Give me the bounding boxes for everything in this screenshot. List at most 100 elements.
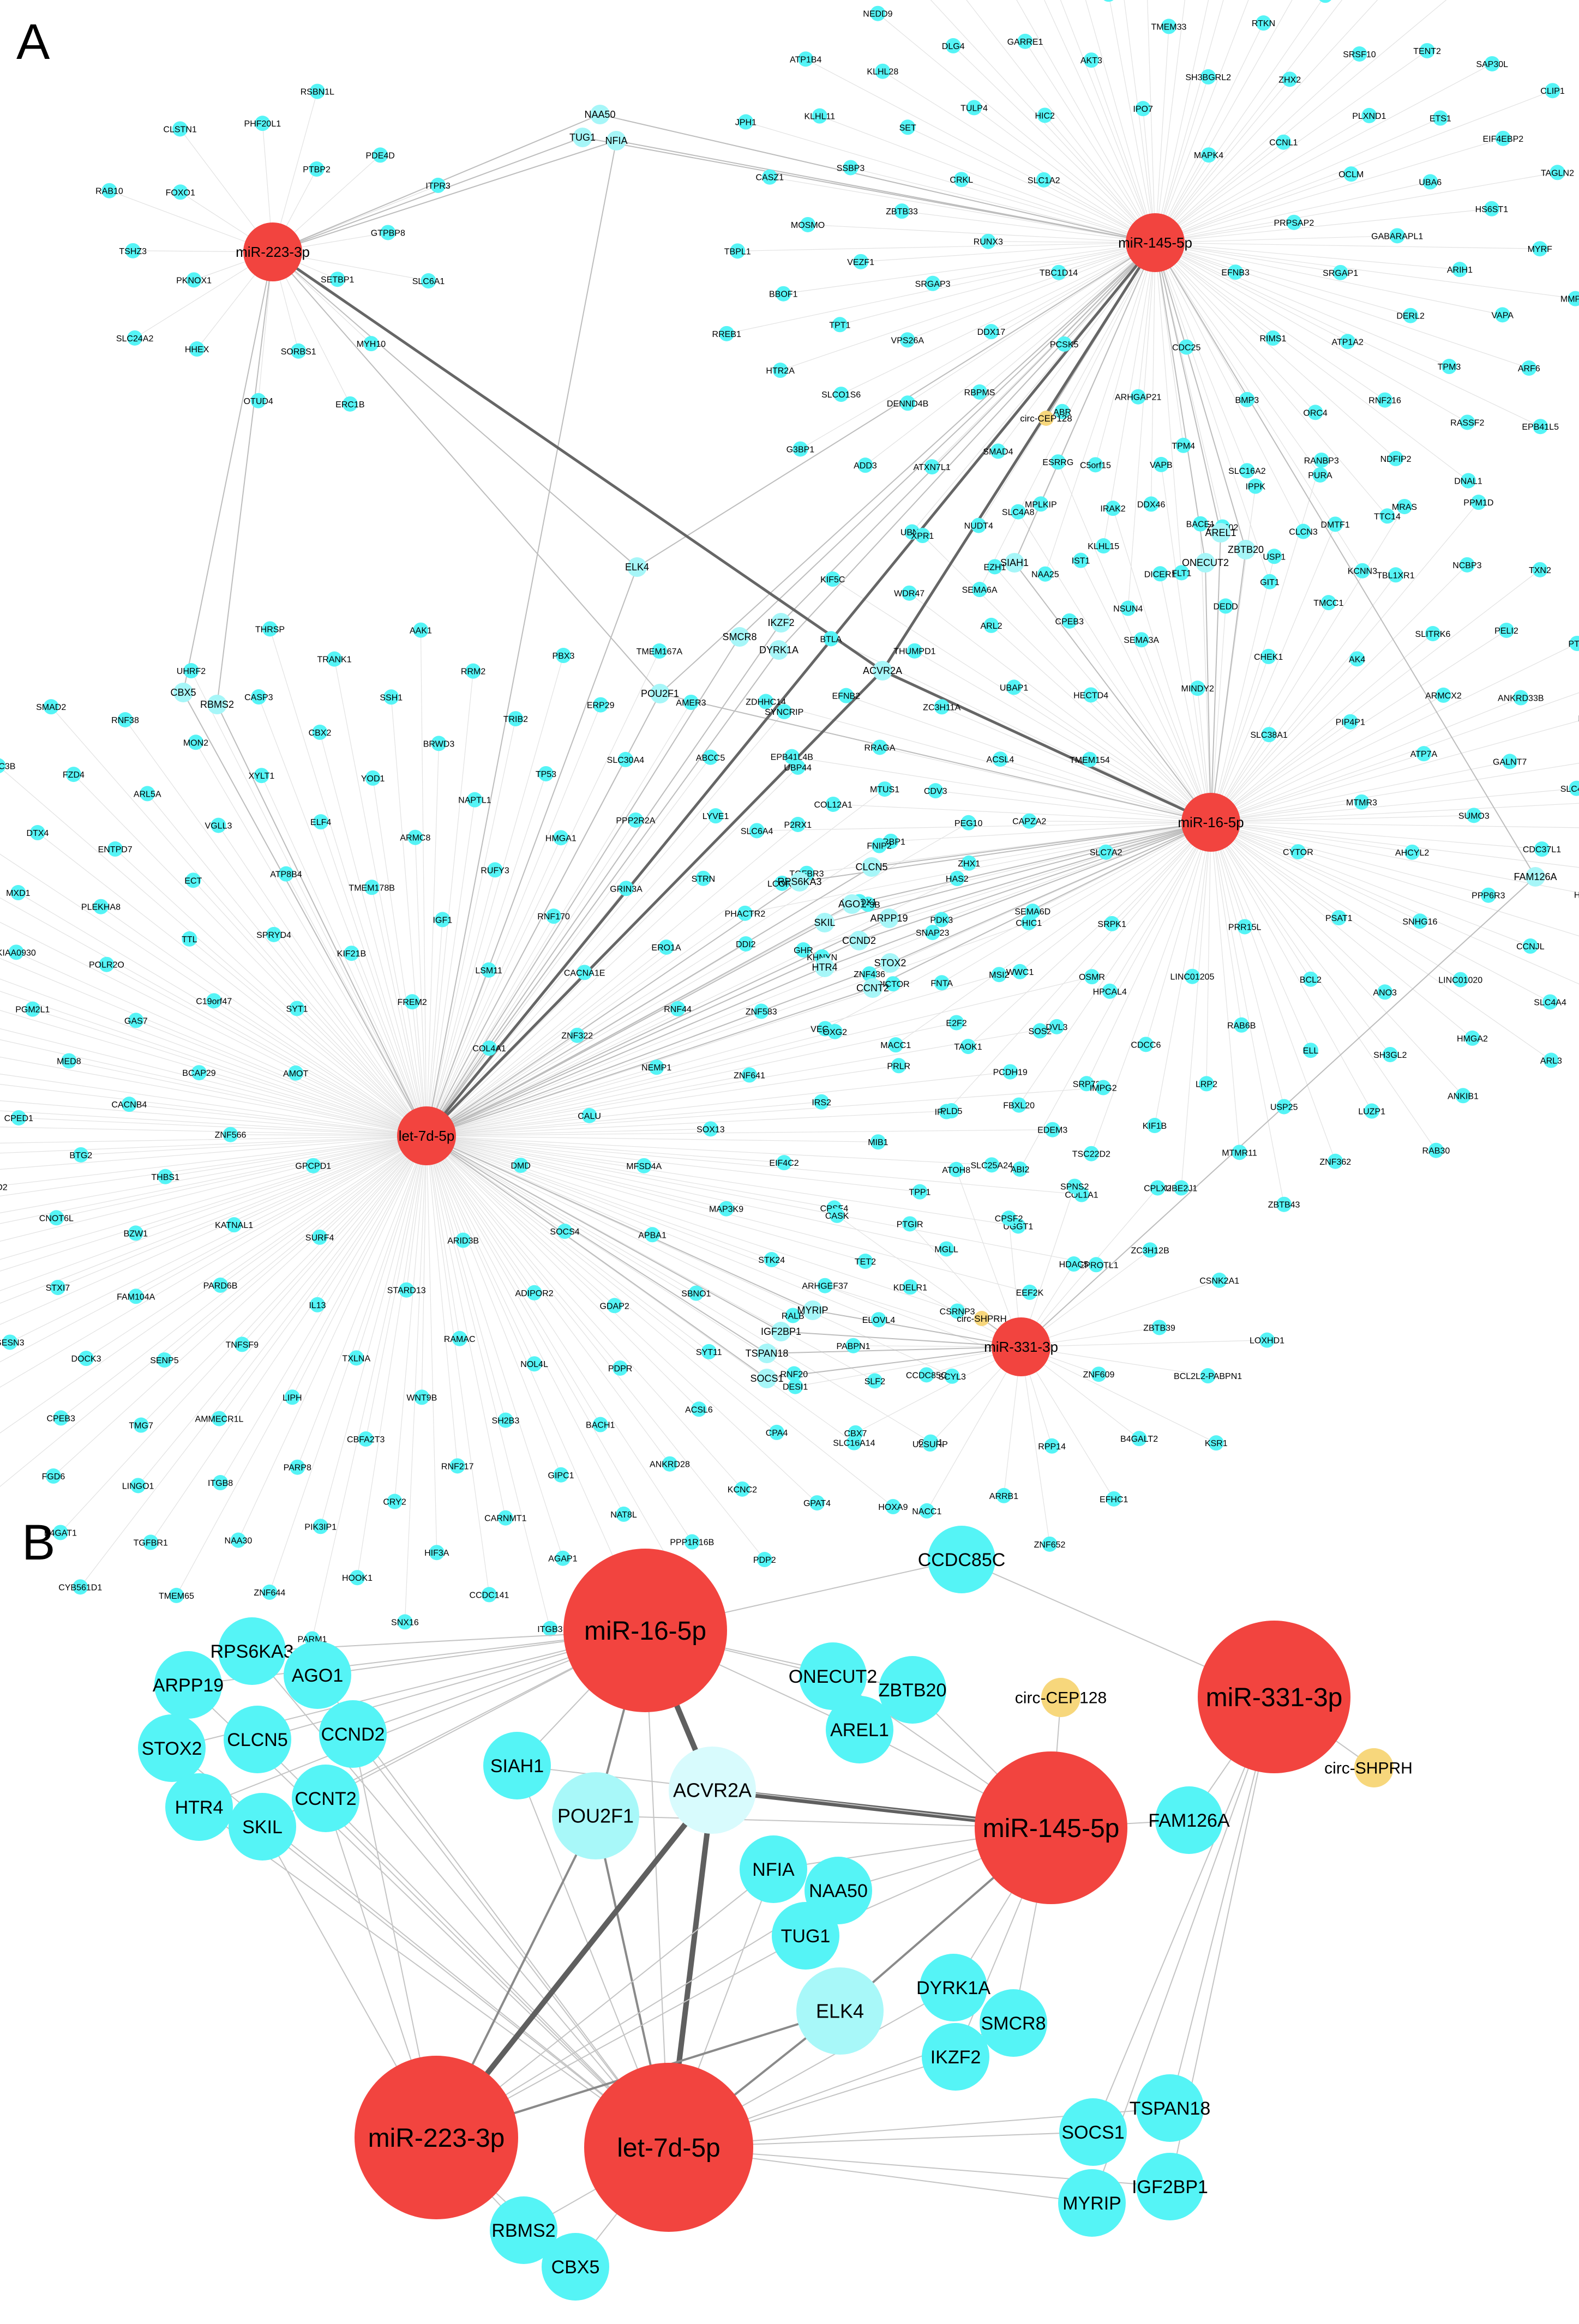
- node-tmem65[interactable]: TMEM65: [159, 1587, 194, 1603]
- node-ghr[interactable]: GHR: [794, 942, 813, 958]
- node-cpeb3[interactable]: CPEB3: [46, 1410, 75, 1426]
- node-rps6ka3[interactable]: RPS6KA3: [777, 872, 822, 892]
- node-nfia[interactable]: NFIA: [605, 131, 628, 150]
- node-elk4[interactable]: ELK4: [625, 557, 649, 577]
- node-mapk4[interactable]: MAPK4: [1194, 147, 1223, 163]
- node-nat8l[interactable]: NAT8L: [610, 1506, 637, 1522]
- node-tspan18[interactable]: TSPAN18: [746, 1344, 789, 1363]
- node-acvr2a[interactable]: ACVR2A: [863, 661, 902, 681]
- node-txlna[interactable]: TXLNA: [343, 1350, 371, 1366]
- node-vps26a[interactable]: VPS26A: [891, 332, 924, 348]
- node-naa50[interactable]: NAA50: [584, 105, 616, 124]
- node-pcsk5[interactable]: PCSK5: [1050, 336, 1079, 352]
- node-foxo1[interactable]: FOXO1: [166, 184, 195, 200]
- node-htr4[interactable]: HTR4: [812, 958, 838, 977]
- node-ppm1d[interactable]: PPM1D: [1463, 495, 1493, 510]
- node-lsm11[interactable]: LSM11: [475, 962, 502, 978]
- node-chek1[interactable]: CHEK1: [1254, 648, 1283, 664]
- node-ankrd28[interactable]: ANKRD28: [650, 1456, 690, 1472]
- node-ccnd2[interactable]: CCND2: [319, 1700, 387, 1768]
- node-cytor[interactable]: CYTOR: [1283, 844, 1313, 860]
- node-derl2[interactable]: DERL2: [1396, 308, 1425, 323]
- node-ccnt2[interactable]: CCNT2: [292, 1765, 359, 1832]
- node-cdv3[interactable]: CDV3: [924, 783, 947, 799]
- node-itgb8[interactable]: ITGB8: [208, 1475, 233, 1491]
- node-tpp1[interactable]: TPP1: [909, 1184, 931, 1200]
- node-atoh8[interactable]: ATOH8: [942, 1161, 970, 1177]
- node-pdk3[interactable]: PDK3: [930, 912, 953, 928]
- node-ppp6r3[interactable]: PPP6R3: [1472, 887, 1505, 903]
- node-ets1[interactable]: ETS1: [1430, 110, 1451, 126]
- node-txn2[interactable]: TXN2: [1529, 562, 1551, 577]
- node-circ-shprh[interactable]: circ-SHPRH: [1324, 1748, 1413, 1787]
- node-csnk2a1[interactable]: CSNK2A1: [1199, 1272, 1239, 1288]
- node-kif1b[interactable]: KIF1B: [1143, 1118, 1167, 1134]
- node-efnb3[interactable]: EFNB3: [1221, 264, 1250, 280]
- node-psat1[interactable]: PSAT1: [1325, 910, 1353, 926]
- node-tsc22d2[interactable]: TSC22D2: [1072, 1146, 1110, 1161]
- node-klhl15[interactable]: KLHL15: [1088, 538, 1119, 554]
- node-tug1[interactable]: TUG1: [569, 128, 596, 147]
- node-naptl1[interactable]: NAPTL1: [458, 792, 491, 808]
- node-tent2[interactable]: TENT2: [1413, 43, 1441, 58]
- node-casz1[interactable]: CASZ1: [755, 169, 784, 185]
- node-frem2[interactable]: FREM2: [398, 994, 427, 1010]
- node-ero1a[interactable]: ERO1A: [651, 939, 681, 955]
- node-zbtb20[interactable]: ZBTB20: [1228, 540, 1264, 559]
- node-znf436[interactable]: ZNF436: [854, 966, 885, 982]
- node-u2surp[interactable]: U2SURP: [912, 1436, 948, 1452]
- node-eef2k[interactable]: EEF2K: [1016, 1284, 1044, 1300]
- node-fnta[interactable]: FNTA: [930, 975, 953, 991]
- node-hectd2[interactable]: HECTD2: [0, 1179, 8, 1195]
- node-arhgef37[interactable]: ARHGEF37: [802, 1278, 848, 1293]
- node-amer3[interactable]: AMER3: [676, 694, 706, 710]
- node-thrsp[interactable]: THRSP: [255, 621, 285, 637]
- node-tpm3[interactable]: TPM3: [1438, 359, 1461, 375]
- node-tp53[interactable]: TP53: [536, 766, 556, 781]
- node-ppp2r2a[interactable]: PPP2R2A: [616, 812, 656, 828]
- node-gdap2[interactable]: GDAP2: [600, 1298, 629, 1314]
- node-rrm2[interactable]: RRM2: [461, 663, 485, 679]
- node-loxhd1[interactable]: LOXHD1: [1250, 1332, 1284, 1348]
- node-tshz3[interactable]: TSHZ3: [119, 243, 147, 258]
- node-tmg7[interactable]: TMG7: [129, 1417, 153, 1433]
- node-clstn1[interactable]: CLSTN1: [163, 121, 197, 137]
- node-slc4a4[interactable]: SLC4A4: [1534, 994, 1566, 1010]
- node-acsl6[interactable]: ACSL6: [685, 1401, 713, 1417]
- node-wnt9b[interactable]: WNT9B: [406, 1389, 437, 1405]
- node-tet2[interactable]: TET2: [855, 1254, 876, 1269]
- node-cbfa2t3[interactable]: CBFA2T3: [347, 1431, 385, 1447]
- node-spns2[interactable]: SPNS2: [1060, 1178, 1089, 1194]
- node-rnf20[interactable]: RNF20: [780, 1366, 808, 1382]
- node-ell[interactable]: ELL: [1303, 1043, 1319, 1058]
- node-pabpn1[interactable]: PABPN1: [837, 1338, 870, 1353]
- node-cyb561d1[interactable]: CYB561D1: [58, 1579, 102, 1595]
- node-c5orf15[interactable]: C5orf15: [1080, 457, 1111, 473]
- node-pdpr[interactable]: PDPR: [608, 1360, 632, 1376]
- node-slitrk6[interactable]: SLITRK6: [1415, 625, 1451, 641]
- node-mir-145-5p[interactable]: miR-145-5p: [975, 1751, 1127, 1904]
- node-pard6b[interactable]: PARD6B: [203, 1277, 238, 1293]
- node-tgfbr1[interactable]: TGFBR1: [134, 1534, 168, 1550]
- node-mir-223-3p[interactable]: miR-223-3p: [355, 2056, 518, 2219]
- node-naa30[interactable]: NAA30: [225, 1532, 253, 1548]
- node-mir-331-3p[interactable]: miR-331-3p: [1198, 1621, 1350, 1773]
- node-peli2[interactable]: PELI2: [1494, 622, 1518, 638]
- node-tmem167a[interactable]: TMEM167A: [637, 643, 683, 659]
- node-usp1[interactable]: USP1: [1263, 549, 1286, 564]
- node-socs1[interactable]: SOCS1: [750, 1369, 784, 1388]
- node-slc1a2[interactable]: SLC1A2: [1028, 172, 1060, 188]
- node-znf644[interactable]: ZNF644: [254, 1584, 285, 1600]
- node-zbtb43[interactable]: ZBTB43: [1268, 1196, 1300, 1212]
- node-sema6a[interactable]: SEMA6A: [962, 582, 998, 598]
- node-crkl[interactable]: CRKL: [950, 172, 973, 188]
- node-nemp1[interactable]: NEMP1: [641, 1059, 671, 1075]
- node-sema3a[interactable]: SEMA3A: [1124, 632, 1159, 648]
- node-fzd4[interactable]: FZD4: [63, 767, 85, 782]
- node-slc6a1[interactable]: SLC6A1: [412, 273, 445, 289]
- node-wwc1[interactable]: WWC1: [1006, 964, 1034, 979]
- node-lrp6[interactable]: LRP6: [1578, 711, 1579, 726]
- node-znf641[interactable]: ZNF641: [734, 1067, 765, 1083]
- node-luzp1[interactable]: LUZP1: [1358, 1103, 1385, 1119]
- node-kcnc2[interactable]: KCNC2: [728, 1481, 757, 1497]
